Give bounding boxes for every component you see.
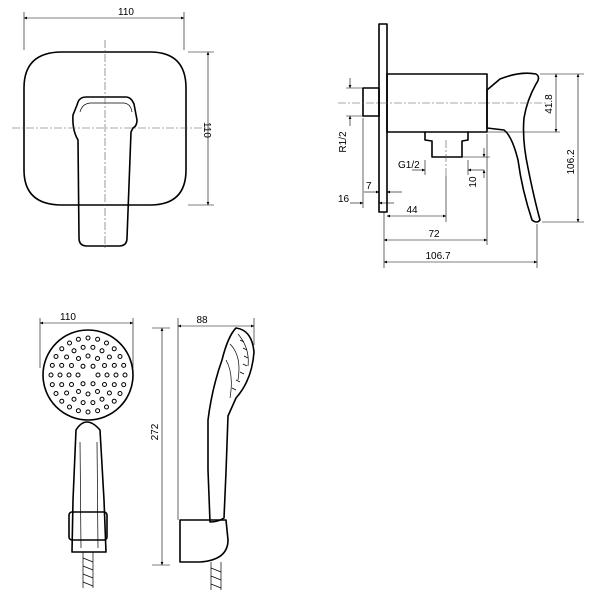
hand-shower-front: 110 272 <box>39 312 170 588</box>
side-nozzles <box>231 339 249 391</box>
handle-stripe-left <box>79 441 82 549</box>
nozzle-dot <box>57 372 63 378</box>
label-length-106-7: 106.7 <box>425 251 450 262</box>
nozzle-dot <box>104 340 109 346</box>
dimension-label-height: 110 <box>201 122 212 138</box>
nozzle-dot <box>76 356 81 361</box>
nozzle-dot <box>75 372 81 378</box>
side-hose <box>210 562 222 590</box>
hand-shower-side: 88 <box>177 315 255 590</box>
wall-plate-outline <box>23 51 187 206</box>
nozzle-dot <box>71 396 77 402</box>
wall-plate-edge <box>378 23 388 213</box>
nozzle-dot <box>111 398 117 404</box>
label-length-72: 72 <box>428 229 440 240</box>
nozzle-dot <box>99 396 105 402</box>
front-view-plate: 110 110 <box>12 7 214 250</box>
nozzle-dot <box>80 344 86 350</box>
nozzle-dot <box>122 372 128 378</box>
nozzle-dot <box>104 404 109 410</box>
label-length-44: 44 <box>406 205 418 216</box>
label-thread-inlet: R1/2 <box>338 131 349 153</box>
nozzle-dot <box>59 346 65 352</box>
nozzle-dot <box>104 372 110 378</box>
shower-side-outline <box>207 327 255 523</box>
nozzle-dot <box>59 362 65 368</box>
handle-stripe-right <box>96 441 99 549</box>
nozzle-dot <box>106 390 112 396</box>
nozzle-dot <box>95 336 101 342</box>
nozzle-dot <box>85 353 91 359</box>
nozzle-dot <box>111 362 117 368</box>
nozzle-dot <box>95 389 100 394</box>
spray-face-lines <box>225 333 249 399</box>
side-holder <box>179 519 229 563</box>
nozzle-dot <box>80 400 86 406</box>
nozzle-dot <box>80 381 86 387</box>
nozzle-dot <box>49 382 55 388</box>
label-shower-length: 272 <box>150 423 161 440</box>
dimension-label-width: 110 <box>118 7 134 18</box>
nozzle-dot <box>71 348 77 354</box>
nozzle-dot <box>117 354 123 359</box>
nozzle-dot <box>67 340 72 346</box>
outlet-connector <box>424 131 469 158</box>
spray-nozzles <box>48 335 128 415</box>
shower-head-outline <box>42 329 134 421</box>
shower-handle-outline <box>71 421 107 553</box>
nozzle-dot <box>76 389 81 394</box>
nozzle-dot <box>59 398 65 404</box>
label-offset-10: 10 <box>468 176 479 188</box>
nozzle-dot <box>67 404 72 410</box>
nozzle-dot <box>106 354 112 360</box>
nozzle-dot <box>75 336 81 342</box>
nozzle-dot <box>80 363 86 369</box>
lever-side-outline <box>486 72 541 223</box>
nozzle-dot <box>99 348 105 354</box>
nozzle-dot <box>90 344 96 350</box>
lever-inner-line <box>79 102 133 113</box>
nozzle-dot <box>121 382 127 388</box>
nozzle-dot <box>113 372 119 378</box>
nozzle-dot <box>121 362 127 368</box>
nozzle-dot <box>69 363 74 368</box>
label-shower-depth: 88 <box>196 315 208 326</box>
nozzle-dot <box>53 391 59 396</box>
nozzle-dot <box>64 354 70 360</box>
label-depth-16: 16 <box>338 194 350 205</box>
nozzle-dot <box>85 335 91 341</box>
nozzle-dot <box>66 372 72 378</box>
nozzle-dot <box>49 362 55 368</box>
hose <box>82 552 94 588</box>
nozzle-dot <box>95 372 101 378</box>
label-shower-width: 110 <box>60 312 76 323</box>
nozzle-dot <box>90 400 96 406</box>
nozzle-dot <box>85 391 91 397</box>
inlet-stub <box>362 87 380 117</box>
nozzle-dot <box>117 391 123 396</box>
hose-bracket <box>68 511 108 541</box>
nozzle-dot <box>85 409 91 415</box>
lever-handle-outline <box>72 96 138 247</box>
nozzle-dot <box>95 356 100 361</box>
nozzle-dot <box>59 382 65 388</box>
nozzle-dot <box>75 408 81 414</box>
nozzle-dot <box>102 382 107 387</box>
nozzle-dot <box>64 390 70 396</box>
label-height-41-8: 41.8 <box>544 94 555 114</box>
nozzle-dot <box>111 346 117 352</box>
nozzle-dot <box>95 408 101 414</box>
label-height-106-2: 106.2 <box>566 149 577 174</box>
nozzle-dot <box>102 363 107 368</box>
nozzle-dot <box>90 363 96 369</box>
label-depth-7: 7 <box>366 181 372 192</box>
nozzle-dot <box>111 382 117 388</box>
label-thread-outlet: G1/2 <box>398 160 420 171</box>
nozzle-dot <box>48 372 54 378</box>
nozzle-dot <box>69 382 74 387</box>
side-view-body: R1/2 G1/2 10 7 16 44 72 1 <box>338 23 584 268</box>
nozzle-dot <box>90 381 96 387</box>
nozzle-dot <box>53 354 59 359</box>
